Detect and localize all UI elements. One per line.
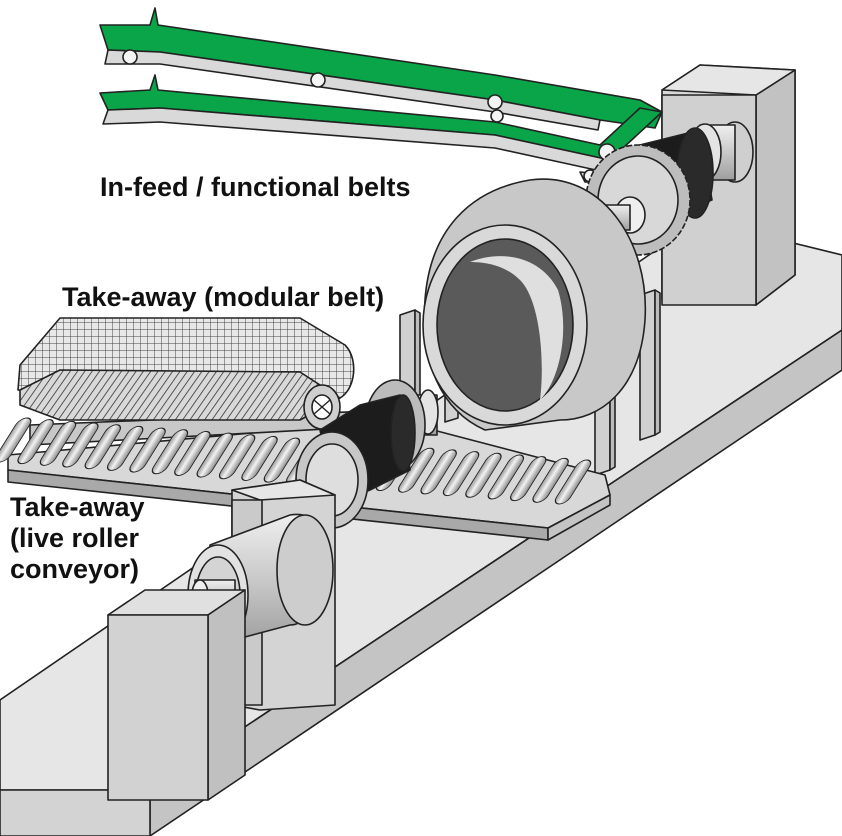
roller bbox=[487, 454, 525, 500]
roller bbox=[62, 422, 99, 468]
roller bbox=[151, 429, 189, 475]
roller bbox=[442, 451, 480, 497]
roller bbox=[129, 427, 166, 473]
roller bbox=[39, 420, 77, 466]
modular-belt-label: Take-away (modular belt) bbox=[62, 282, 385, 312]
roller bbox=[465, 452, 502, 498]
roller bbox=[174, 430, 211, 476]
roller bbox=[0, 417, 32, 463]
roller bbox=[218, 434, 256, 480]
infeed-belts bbox=[99, 7, 663, 183]
roller bbox=[84, 424, 122, 470]
roller bbox=[106, 425, 144, 471]
front-left-box bbox=[107, 589, 246, 801]
drum-ring bbox=[422, 178, 647, 431]
roller bbox=[510, 456, 547, 502]
roller bbox=[263, 437, 301, 483]
roller bbox=[17, 419, 54, 465]
roller bbox=[420, 449, 457, 495]
roller bbox=[196, 432, 233, 478]
roller bbox=[532, 457, 569, 503]
live-roller-label-line1: Take-away bbox=[10, 492, 145, 522]
roller bbox=[554, 459, 592, 505]
infeed-label: In-feed / functional belts bbox=[100, 172, 411, 202]
live-roller-label-line3: conveyor) bbox=[10, 554, 140, 584]
live-roller-label-line2: (live roller bbox=[10, 523, 140, 553]
modular-belt bbox=[17, 317, 355, 430]
right-drive bbox=[585, 121, 754, 256]
roller bbox=[241, 435, 278, 481]
